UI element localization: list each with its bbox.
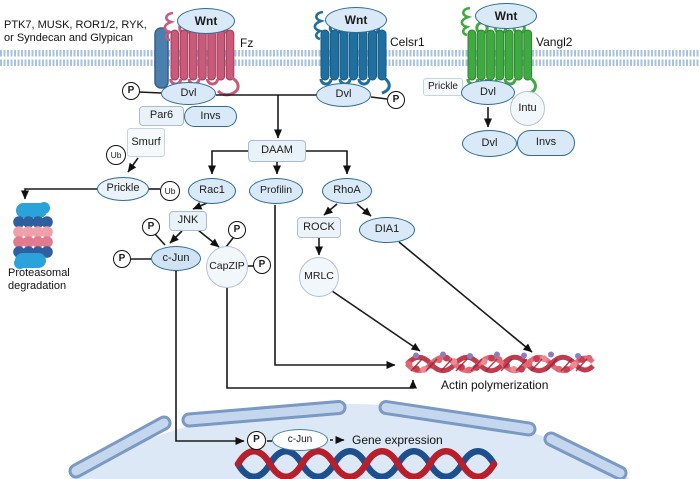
nucleus-graphic: [68, 400, 631, 479]
proteasome-graphic: [13, 202, 53, 269]
ubiquitin-badge-smurf: Ub: [106, 145, 126, 165]
vangl2-label: Vangl2: [536, 35, 573, 49]
phospho-badge-cjun-top: P: [142, 218, 160, 236]
dvl-node-vangl2-lower: Dvl: [462, 130, 517, 157]
ubiquitin-badge-prickle: Ub: [160, 181, 180, 201]
mrlc-node: MRLC: [299, 257, 339, 297]
profilin-node: Profilin: [249, 178, 303, 204]
intu-node: Intu: [510, 91, 545, 126]
dvl-node-celsr1: Dvl: [316, 83, 371, 107]
prickle-box-node: Prickle: [423, 78, 463, 96]
invs-node-left: Invs: [184, 106, 237, 127]
phospho-badge-cjun-left: P: [113, 250, 131, 268]
prickle-node: Prickle: [97, 177, 149, 201]
rock-node: ROCK: [297, 217, 341, 238]
daam-node: DAAM: [248, 140, 306, 162]
cjun-node: c-Jun: [151, 246, 201, 271]
phospho-badge-capzip-right: P: [253, 256, 271, 274]
invs-node-right: Invs: [517, 130, 575, 156]
phospho-badge-dvl-celsr1: P: [387, 91, 405, 109]
jnk-node: JNK: [169, 211, 207, 231]
actin-polymerization-label: Actin polymerization: [441, 378, 549, 392]
dna-helix-graphic: [234, 448, 498, 479]
par6-node: Par6: [139, 106, 184, 126]
actin-filament-graphic: [405, 351, 595, 374]
fz-label: Fz: [240, 36, 254, 50]
phospho-badge-dvl-fz: P: [122, 82, 140, 100]
wnt-ligand-vangl2: Wnt: [475, 3, 537, 29]
rac1-node: Rac1: [188, 178, 236, 204]
smurf-node: Smurf: [127, 128, 165, 157]
wnt-ligand-fz: Wnt: [177, 8, 235, 34]
proteasomal-degradation-label: Proteasomal degradation: [8, 267, 70, 292]
pathway-arrows: [21, 91, 533, 445]
rhoa-node: RhoA: [322, 178, 372, 204]
co-receptor-note: PTK7, MUSK, ROR1/2, RYK, or Syndecan and…: [4, 19, 147, 44]
phospho-badge-cjun-nucleus: P: [247, 431, 266, 450]
dvl-node-vangl2: Dvl: [461, 80, 515, 105]
wnt-ligand-celsr1: Wnt: [325, 7, 387, 33]
dvl-node-fz: Dvl: [161, 82, 216, 105]
phospho-badge-capzip-top: P: [228, 221, 246, 239]
cjun-node-nucleus: c-Jun: [272, 429, 328, 451]
capzip-node: CapZIP: [206, 246, 248, 288]
gene-expression-label: Gene expression: [352, 433, 443, 447]
dia1-node: DIA1: [359, 217, 415, 243]
celsr1-label: Celsr1: [390, 35, 425, 49]
celsr1-receptor-graphic: [313, 10, 391, 95]
